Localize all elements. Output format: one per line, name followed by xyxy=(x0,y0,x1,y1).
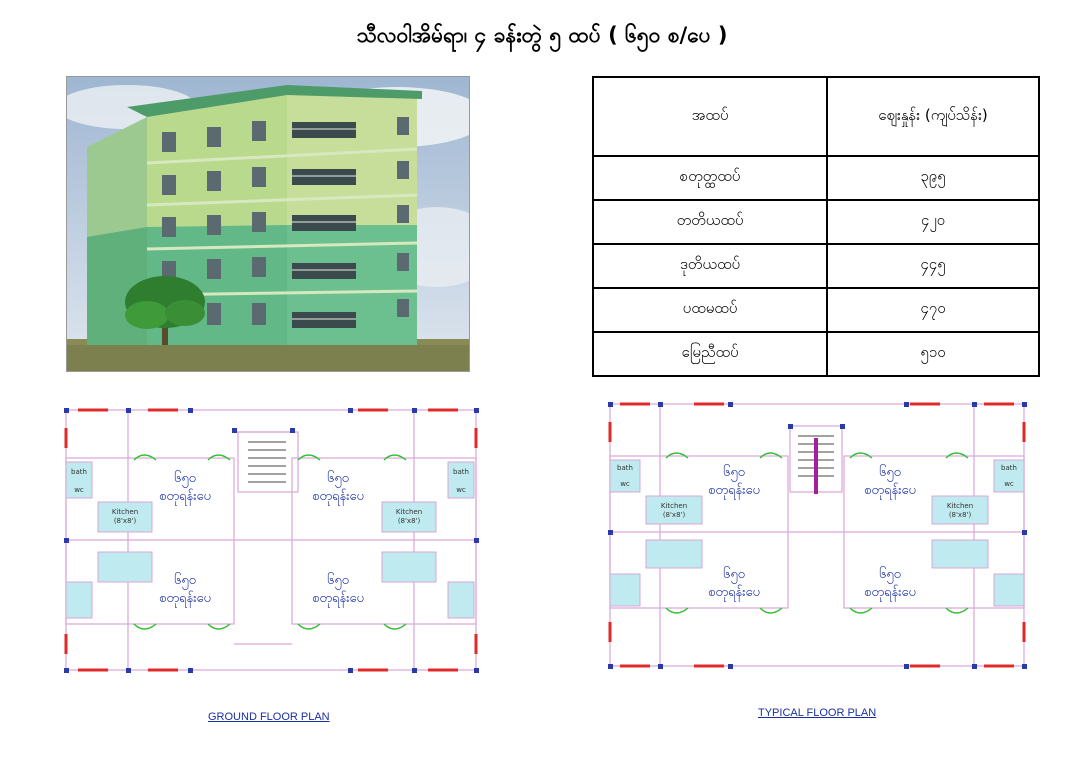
building-illustration xyxy=(67,77,469,371)
unit-area-label: ၆၅၀ xyxy=(327,572,349,590)
bath-label: bath xyxy=(71,468,87,476)
price-cell: ၅၁၀ xyxy=(826,331,1040,377)
page-title: သီလဝါအိမ်ရာ၊ ၄ ခန်းတွဲ ၅ ထပ် ( ၆၅၀ စ/ပေ … xyxy=(356,23,728,47)
kitchen-label: Kitchen xyxy=(396,508,422,516)
unit-area-label: ၆၅၀ xyxy=(723,566,745,584)
typical-plan-drawing: ၆၅၀ စတုရန်းပေ ၆၅၀ စတုရန်းပေ ၆၅၀ စတုရန်းပ… xyxy=(608,402,1027,669)
table-header-row: အထပ် ဈေးနှုန်း (ကျပ်သိန်း) xyxy=(592,76,1040,157)
table-row: တတိယထပ် ၄၂၀ xyxy=(592,199,1040,245)
wc-label: wc xyxy=(620,480,630,488)
unit-unit-label: စတုရန်းပေ xyxy=(864,584,916,602)
ground-floor-caption: GROUND FLOOR PLAN xyxy=(208,711,330,723)
floor-cell: မြေညီထပ် xyxy=(592,331,828,377)
typical-floor-caption: TYPICAL FLOOR PLAN xyxy=(758,707,877,719)
price-cell: ၃၉၅ xyxy=(826,155,1040,201)
price-cell: ၄၄၅ xyxy=(826,243,1040,289)
wc-label: wc xyxy=(74,486,84,494)
kitchen-size-label: (8'x8') xyxy=(663,511,686,519)
kitchen-label: Kitchen xyxy=(112,508,138,516)
unit-area-label: ၆၅၀ xyxy=(174,470,196,488)
kitchen-label: Kitchen xyxy=(661,502,687,510)
table-row: ဒုတိယထပ် ၄၄၅ xyxy=(592,243,1040,289)
unit-unit-label: စတုရန်းပေ xyxy=(159,488,211,506)
building-photo xyxy=(66,76,470,372)
ground-floor-plan: ၆၅၀ စတုရန်းပေ ၆၅၀ စတုရန်းပေ ၆၅၀ စတုရန်းပ… xyxy=(48,398,492,684)
table-row: စတုတ္ထထပ် ၃၉၅ xyxy=(592,155,1040,201)
table-row: ပထမထပ် ၄၇၀ xyxy=(592,287,1040,333)
unit-unit-label: စတုရန်းပေ xyxy=(312,590,364,608)
bath-label: bath xyxy=(453,468,469,476)
price-cell: ၄၇၀ xyxy=(826,287,1040,333)
unit-unit-label: စတုရန်းပေ xyxy=(312,488,364,506)
wc-label: wc xyxy=(456,486,466,494)
unit-area-label: ၆၅၀ xyxy=(879,464,901,482)
bath-label: bath xyxy=(617,464,633,472)
kitchen-label: Kitchen xyxy=(947,502,973,510)
price-cell: ၄၂၀ xyxy=(826,199,1040,245)
kitchen-size-label: (8'x8') xyxy=(114,517,137,525)
floor-cell: စတုတ္ထထပ် xyxy=(592,155,828,201)
floor-cell: တတိယထပ် xyxy=(592,199,828,245)
kitchen-size-label: (8'x8') xyxy=(949,511,972,519)
kitchen-size-label: (8'x8') xyxy=(398,517,421,525)
bath-label: bath xyxy=(1001,464,1017,472)
ground-plan-drawing: ၆၅၀ စတုရန်းပေ ၆၅၀ စတုရန်းပေ ၆၅၀ စတုရန်းပ… xyxy=(64,408,479,673)
unit-unit-label: စတုရန်းပေ xyxy=(708,482,760,500)
unit-unit-label: စတုရန်းပေ xyxy=(708,584,760,602)
header-floor: အထပ် xyxy=(592,76,828,157)
header-price: ဈေးနှုန်း (ကျပ်သိန်း) xyxy=(826,76,1040,157)
unit-area-label: ၆၅၀ xyxy=(327,470,349,488)
floor-cell: ဒုတိယထပ် xyxy=(592,243,828,289)
wc-label: wc xyxy=(1004,480,1014,488)
unit-area-label: ၆၅၀ xyxy=(879,566,901,584)
typical-floor-plan: ၆၅၀ စတုရန်းပေ ၆၅၀ စတုရန်းပေ ၆၅၀ စတုရန်းပ… xyxy=(594,398,1040,674)
unit-unit-label: စတုရန်းပေ xyxy=(159,590,211,608)
unit-area-label: ၆၅၀ xyxy=(723,464,745,482)
unit-unit-label: စတုရန်းပေ xyxy=(864,482,916,500)
unit-area-label: ၆၅၀ xyxy=(174,572,196,590)
floor-cell: ပထမထပ် xyxy=(592,287,828,333)
table-row: မြေညီထပ် ၅၁၀ xyxy=(592,331,1040,377)
price-table: အထပ် ဈေးနှုန်း (ကျပ်သိန်း) စတုတ္ထထပ် ၃၉၅… xyxy=(592,76,1040,377)
